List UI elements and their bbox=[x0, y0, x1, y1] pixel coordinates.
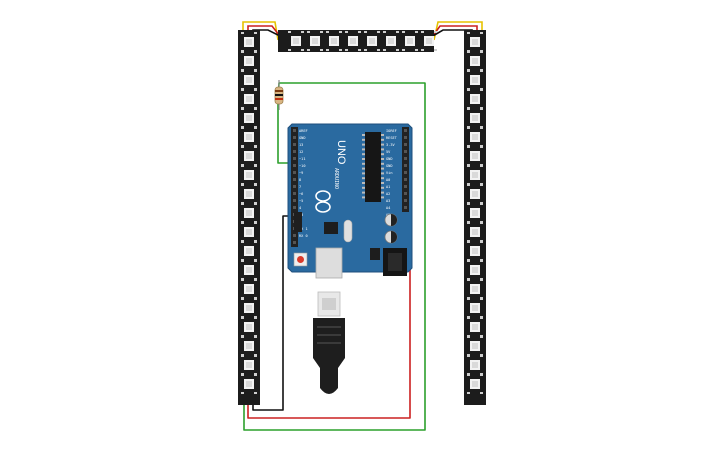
pin-label: A0 bbox=[386, 178, 390, 182]
usb-chip bbox=[324, 222, 338, 234]
pin-label: 7 bbox=[299, 185, 301, 189]
pin-label: Vin bbox=[386, 171, 393, 175]
led-pixel-icon bbox=[402, 31, 418, 51]
led-pixel-icon bbox=[345, 31, 361, 51]
pin-label: 13 bbox=[299, 143, 303, 147]
led-pixel-icon bbox=[421, 31, 437, 51]
pin-label: ~11 bbox=[299, 157, 306, 161]
led-pixel-icon bbox=[326, 31, 342, 51]
pin-label: 4 bbox=[299, 206, 301, 210]
pin-label: ~5 bbox=[299, 199, 303, 203]
led-strip-right[interactable] bbox=[464, 30, 486, 405]
chip-icon bbox=[362, 132, 384, 202]
led-strip-top[interactable] bbox=[278, 30, 437, 52]
led-pixel-icon bbox=[364, 31, 380, 51]
arduino-logo bbox=[315, 190, 331, 213]
pin-label: ~10 bbox=[299, 164, 306, 168]
usb-port[interactable] bbox=[315, 247, 343, 279]
pin-label: RESET bbox=[386, 136, 398, 140]
pin-label: 3.3V bbox=[386, 143, 395, 147]
pin-label: 5V bbox=[386, 150, 391, 154]
pin-label: A4 bbox=[386, 206, 390, 210]
power-analog-header[interactable] bbox=[402, 127, 409, 212]
usb-cable bbox=[313, 318, 345, 394]
pin-label: A2 bbox=[386, 192, 390, 196]
led-pixel-icon bbox=[288, 31, 304, 51]
pin-label: A1 bbox=[386, 185, 390, 189]
pin-label: TX 1 bbox=[299, 227, 308, 231]
pin-label: AREF bbox=[299, 129, 308, 133]
pin-label: GND bbox=[386, 164, 393, 168]
led-strip-left[interactable] bbox=[238, 30, 260, 405]
green-data-wire[interactable] bbox=[243, 82, 426, 431]
led-pixel-icon bbox=[307, 31, 323, 51]
power-jack-icon[interactable] bbox=[383, 248, 407, 276]
led-pixel-icon bbox=[467, 374, 483, 394]
board-model-text: UNO bbox=[335, 140, 347, 165]
pin-label: 8 bbox=[299, 178, 301, 182]
pin-label: ~9 bbox=[299, 171, 303, 175]
pin-label: IOREF bbox=[386, 129, 397, 133]
led-pixel-icon bbox=[383, 31, 399, 51]
voltage-regulator bbox=[370, 248, 380, 260]
usb-plug-icon[interactable] bbox=[313, 291, 345, 394]
jumper-wire-left-red bbox=[247, 25, 284, 41]
reset-button-icon[interactable] bbox=[293, 252, 308, 267]
icsp-header bbox=[294, 212, 302, 232]
pin-label: GND bbox=[386, 157, 393, 161]
board-brand-text: ARDUINO bbox=[333, 168, 339, 189]
pin-label: 12 bbox=[299, 150, 303, 154]
crystal bbox=[343, 219, 353, 243]
pin-label: RX 0 bbox=[299, 234, 308, 238]
resistor-icon[interactable] bbox=[274, 80, 284, 110]
power-analog-header-pins bbox=[404, 129, 407, 209]
led-pixel-icon bbox=[241, 374, 257, 394]
pin-label: A3 bbox=[386, 199, 390, 203]
pin-label: GND bbox=[299, 136, 306, 140]
pin-label: ~6 bbox=[299, 192, 303, 196]
